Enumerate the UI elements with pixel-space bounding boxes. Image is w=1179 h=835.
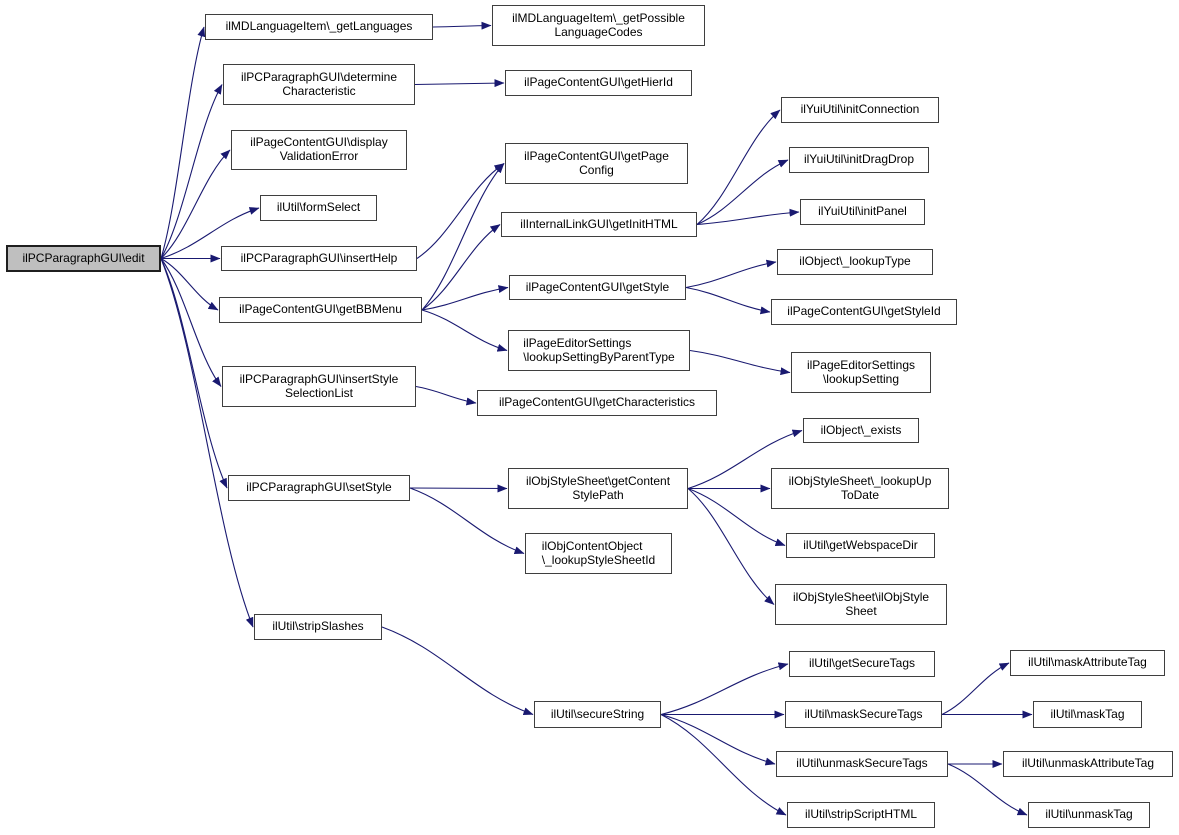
edge-getContentStylePath-to-exists [687,429,803,490]
node-get-content-style-path[interactable]: ilObjStyleSheet\getContent StylePath [508,468,688,509]
edge-getContentStylePath-to-objStyleSheetCtor [687,488,775,605]
edge-edit-to-determineCharacteristic [160,84,223,259]
edge-secureString-to-getSecureTags [660,662,789,716]
node-mask-tag[interactable]: ilUtil\maskTag [1033,701,1142,728]
edge-setStyle-to-getContentStylePath [409,484,508,493]
edge-insertHelp-to-getPageConfig [416,163,505,259]
node-insert-style-selection-list[interactable]: ilPCParagraphGUI\insertStyle SelectionLi… [222,366,416,407]
node-mask-secure-tags[interactable]: ilUtil\maskSecureTags [785,701,942,728]
edge-getContentStylePath-to-getWebspaceDir [687,487,786,547]
node-lookup-type[interactable]: ilObject\_lookupType [777,249,933,275]
node-lookup-style-sheet-id[interactable]: ilObjContentObject \_lookupStyleSheetId [525,533,672,574]
node-get-languages[interactable]: ilMDLanguageItem\_getLanguages [205,14,433,40]
node-get-bb-menu[interactable]: ilPageContentGUI\getBBMenu [219,297,422,323]
node-get-secure-tags[interactable]: ilUtil\getSecureTags [789,651,935,677]
edge-edit-to-insertStyleSelectionList [160,258,222,387]
node-mask-attribute-tag[interactable]: ilUtil\maskAttributeTag [1010,650,1165,676]
edge-stripSlashes-to-secureString [381,626,534,716]
node-lookup-up-to-date[interactable]: ilObjStyleSheet\_lookupUp ToDate [771,468,949,509]
node-insert-help[interactable]: ilPCParagraphGUI\insertHelp [221,246,417,271]
edge-getBBMenu-to-getPageConfig [421,163,505,311]
node-get-hier-id[interactable]: ilPageContentGUI\getHierId [505,70,692,96]
edge-getInitHTML-to-initDragDrop [696,159,789,226]
node-get-webspace-dir[interactable]: ilUtil\getWebspaceDir [786,533,935,558]
edge-maskSecureTags-to-maskAttributeTag [941,662,1010,715]
node-get-init-html[interactable]: ilInternalLinkGUI\getInitHTML [501,212,697,237]
edge-insertStyleSelectionList-to-getCharacteristics [415,385,477,406]
edge-edit-to-formSelect [160,207,260,260]
node-strip-slashes[interactable]: ilUtil\stripSlashes [254,614,382,640]
node-get-characteristics[interactable]: ilPageContentGUI\getCharacteristics [477,390,717,416]
edge-getStyle-to-lookupType [685,259,777,289]
node-set-style[interactable]: ilPCParagraphGUI\setStyle [228,475,410,501]
node-determine-characteristic[interactable]: ilPCParagraphGUI\determine Characteristi… [223,64,415,105]
node-get-style-id[interactable]: ilPageContentGUI\getStyleId [771,299,957,325]
edge-getBBMenu-to-lookupSettingByParentType [421,309,508,352]
edge-unmaskSecureTags-to-unmaskTag [947,763,1028,816]
edge-determineCharacteristic-to-getHierId [414,79,505,88]
edge-edit-to-setStyle [160,258,228,489]
edge-edit-to-getBBMenu [160,258,219,311]
edge-secureString-to-unmaskSecureTags [660,713,776,766]
edge-setStyle-to-lookupStyleSheetId [409,487,525,555]
node-edit: ilPCParagraphGUI\edit [6,245,161,272]
node-exists[interactable]: ilObject\_exists [803,418,919,443]
edge-getLanguages-to-getPossibleLanguageCodes [432,21,492,30]
node-secure-string[interactable]: ilUtil\secureString [534,701,661,728]
node-il-obj-style-sheet[interactable]: ilObjStyleSheet\ilObjStyle Sheet [775,584,947,625]
edge-secureString-to-stripScriptHTML [660,714,787,816]
edge-getInitHTML-to-initPanel [696,208,800,226]
node-unmask-tag[interactable]: ilUtil\unmaskTag [1028,802,1150,828]
edge-lookupSettingByParentType-to-lookupSetting [689,349,791,376]
edge-getBBMenu-to-getStyle [421,285,509,311]
node-strip-script-html[interactable]: ilUtil\stripScriptHTML [787,802,935,828]
edge-edit-to-getLanguages [160,26,206,259]
edge-getInitHTML-to-initConnection [696,109,781,225]
node-unmask-attribute-tag[interactable]: ilUtil\unmaskAttributeTag [1003,751,1173,777]
node-init-connection[interactable]: ilYuiUtil\initConnection [781,97,939,123]
node-form-select[interactable]: ilUtil\formSelect [260,195,377,221]
node-unmask-secure-tags[interactable]: ilUtil\unmaskSecureTags [776,751,948,777]
node-lookup-setting-by-parent-type[interactable]: ilPageEditorSettings \lookupSettingByPar… [508,330,690,371]
node-get-style[interactable]: ilPageContentGUI\getStyle [509,275,686,300]
node-init-panel[interactable]: ilYuiUtil\initPanel [800,199,925,225]
edge-edit-to-stripSlashes [160,258,254,628]
edge-edit-to-displayValidationError [160,149,231,259]
node-lookup-setting[interactable]: ilPageEditorSettings \lookupSetting [791,352,931,393]
node-get-page-config[interactable]: ilPageContentGUI\getPage Config [505,143,688,184]
edge-getStyle-to-getStyleId [685,286,771,315]
edge-getBBMenu-to-getInitHTML [421,224,501,311]
node-get-possible-language-codes[interactable]: ilMDLanguageItem\_getPossible LanguageCo… [492,5,705,46]
node-init-drag-drop[interactable]: ilYuiUtil\initDragDrop [789,147,929,173]
node-display-validation-error[interactable]: ilPageContentGUI\display ValidationError [231,130,407,170]
